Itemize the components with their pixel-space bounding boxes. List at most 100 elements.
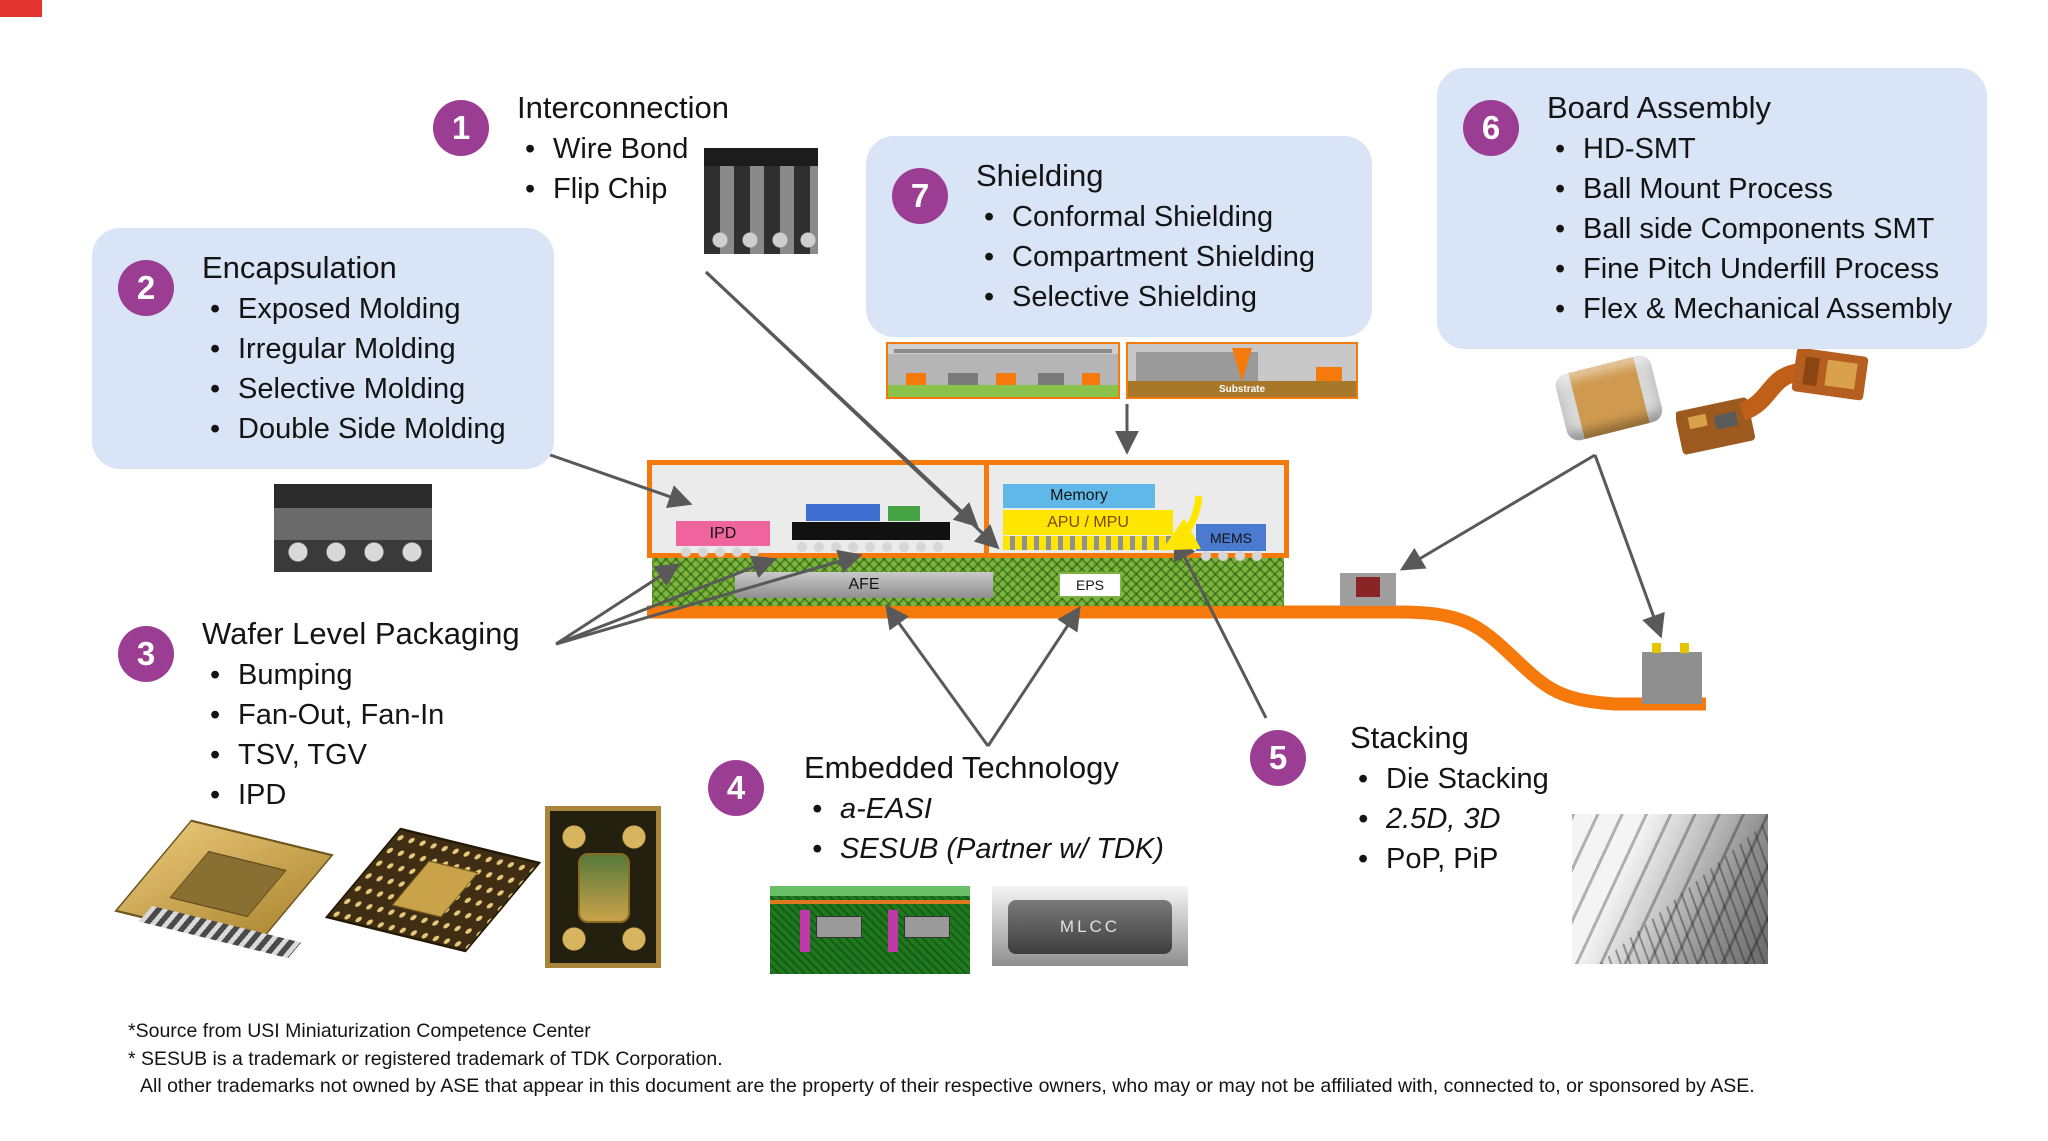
callout-title: Embedded Technology [804, 750, 1119, 785]
shield-figure-substrate: Substrate [1128, 381, 1356, 397]
ipd-die-core [578, 853, 630, 923]
afe-label: AFE [848, 576, 880, 593]
callout-item: HD-SMT [1547, 129, 1952, 169]
footnote-other-trademarks: All other trademarks not owned by ASE th… [140, 1075, 1755, 1098]
callout-item: 2.5D, 3D [1350, 799, 1549, 839]
callout-item: Ball Mount Process [1547, 169, 1952, 209]
callout-text: Wafer Level Packaging Bumping Fan-Out, F… [202, 614, 520, 815]
callout-number: 2 [136, 269, 156, 306]
callout-text: Board Assembly HD-SMT Ball Mount Process… [1547, 88, 1952, 329]
callout-item: Conformal Shielding [976, 197, 1315, 237]
bga-package-photo [324, 824, 542, 966]
callout-item: Fine Pitch Underfill Process [1547, 249, 1952, 289]
shield-component [1316, 367, 1342, 381]
callout-title: Stacking [1350, 720, 1469, 755]
compartment-wall [1232, 348, 1252, 382]
callout-item: Double Side Molding [202, 409, 506, 449]
flex-pad [1824, 359, 1858, 390]
callout-item-list: HD-SMT Ball Mount Process Ball side Comp… [1547, 129, 1952, 329]
callout-item: TSV, TGV [202, 735, 520, 775]
flex-cable-photo [1676, 347, 1869, 455]
connector-b-pin [1652, 643, 1661, 653]
callout-board-assembly: 6 Board Assembly HD-SMT Ball Mount Proce… [1437, 68, 1987, 349]
callout-text: Shielding Conformal Shielding Compartmen… [976, 156, 1315, 317]
stack-layers [1572, 814, 1768, 964]
mlcc-component: MLCC [1008, 900, 1172, 954]
callout-number: 7 [910, 177, 930, 214]
callout-number-badge: 6 [1463, 100, 1519, 156]
callout-item: IPD [202, 775, 520, 815]
callout-item: Selective Molding [202, 369, 506, 409]
substrate-label: Substrate [1218, 383, 1266, 395]
callout-item: Flip Chip [517, 169, 729, 209]
flex-component [1802, 356, 1821, 387]
die-stack-photo [1572, 814, 1768, 964]
footnote-sesub-trademark: * SESUB is a trademark or registered tra… [128, 1047, 723, 1070]
shield-figure-board [888, 385, 1118, 397]
callout-title: Shielding [976, 158, 1104, 193]
sesub-via [800, 910, 810, 952]
callout-number-badge: 4 [708, 760, 764, 816]
molding-photo [274, 484, 432, 572]
mlcc-label: MLCC [1059, 917, 1121, 936]
sesub-via [888, 910, 898, 952]
ipd-die-photo [545, 806, 661, 968]
callout-item-list: Bumping Fan-Out, Fan-In TSV, TGV IPD [202, 655, 520, 815]
callout-item: Flex & Mechanical Assembly [1547, 289, 1952, 329]
compartment-shield-divider [984, 465, 989, 558]
callout-encapsulation: 2 Encapsulation Exposed Molding Irregula… [92, 228, 554, 469]
callout-title: Interconnection [517, 90, 729, 125]
apu-mpu-block: APU / MPU [1003, 510, 1173, 535]
embedded-die [816, 916, 862, 938]
callout-title: Board Assembly [1547, 90, 1771, 125]
callout-interconnection: 1 Interconnection Wire Bond Flip Chip [433, 88, 729, 209]
qfn-package-photo [114, 812, 334, 968]
conformal-shield-layer [894, 349, 1112, 353]
die-bumps [796, 542, 946, 553]
callout-item-list: a-EASI SESUB (Partner w/ TDK) [804, 789, 1164, 869]
callout-item: Exposed Molding [202, 289, 506, 329]
shield-component [948, 373, 978, 385]
mems-bumps [1200, 551, 1262, 562]
conformal-shielding-figure [886, 342, 1120, 399]
die-bar-black [792, 522, 950, 540]
footnotes: *Source from USI Miniaturization Compete… [128, 1018, 1755, 1101]
callout-number: 6 [1481, 109, 1501, 146]
connector-b-pin [1680, 643, 1689, 653]
callout-item: SESUB (Partner w/ TDK) [804, 829, 1164, 869]
shield-component [1082, 373, 1100, 385]
callout-number: 1 [451, 109, 471, 146]
shield-component [1038, 373, 1064, 385]
footnote-source: *Source from USI Miniaturization Compete… [128, 1020, 591, 1042]
memory-block: Memory [1003, 484, 1155, 508]
callout-item: Compartment Shielding [976, 237, 1315, 277]
flex-pad [1687, 413, 1708, 430]
callout-number-badge: 3 [118, 626, 174, 682]
callout-item: Wire Bond [517, 129, 729, 169]
compartment-shielding-figure: Substrate [1126, 342, 1358, 399]
sesub-cross-section-photo [770, 886, 970, 974]
callout-number: 3 [136, 635, 156, 672]
apu-mpu-label: APU / MPU [1047, 513, 1129, 531]
callout-item: Ball side Components SMT [1547, 209, 1952, 249]
die-chip-blue [806, 504, 880, 521]
apu-pin-fins [1003, 536, 1173, 550]
connector-b [1642, 643, 1702, 704]
memory-label: Memory [1050, 487, 1108, 504]
callout-title: Wafer Level Packaging [202, 616, 520, 651]
mlcc-photo: MLCC [992, 886, 1188, 966]
callout-item: Bumping [202, 655, 520, 695]
ipd-label: IPD [709, 524, 737, 542]
callout-number-badge: 2 [118, 260, 174, 316]
callout-shielding: 7 Shielding Conformal Shielding Compartm… [866, 136, 1372, 337]
callout-title: Encapsulation [202, 250, 397, 285]
callout-text: Encapsulation Exposed Molding Irregular … [202, 248, 506, 449]
embedded-die [904, 916, 950, 938]
callout-text: Embedded Technology a-EASI SESUB (Partne… [804, 748, 1164, 869]
eps-label: EPS [1075, 577, 1104, 593]
die-chip-green [888, 506, 920, 521]
callout-item: Irregular Molding [202, 329, 506, 369]
callout-item-list: Wire Bond Flip Chip [517, 129, 729, 209]
